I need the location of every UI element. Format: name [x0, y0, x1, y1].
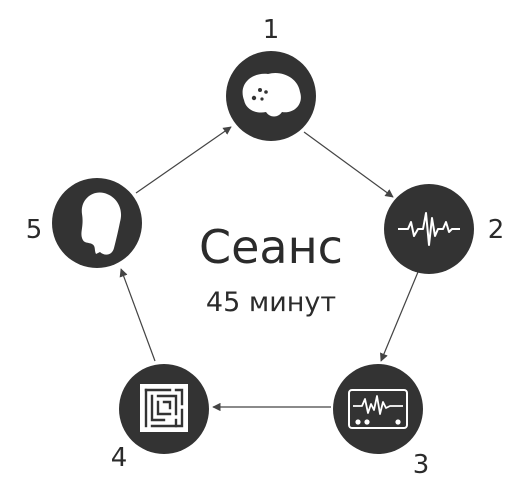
- node-5: 5: [26, 178, 142, 268]
- node-4-number: 4: [111, 443, 128, 473]
- node-2-number: 2: [488, 215, 505, 245]
- session-title: Сеанс: [199, 220, 343, 274]
- node-3-number: 3: [413, 450, 430, 480]
- node-2: 2: [384, 184, 504, 274]
- arrow-1-to-2: [303, 131, 394, 198]
- brain-icon: [242, 72, 301, 117]
- node-4: 4: [111, 364, 209, 473]
- arrow-2-to-3: [380, 271, 419, 362]
- head-silhouette-icon: [81, 192, 122, 255]
- node-5-number: 5: [26, 215, 43, 245]
- monitor-waveform-icon: [348, 389, 408, 429]
- node-1: 1: [226, 15, 316, 141]
- node-3: 3: [333, 364, 429, 480]
- node-1-number: 1: [263, 15, 280, 45]
- cycle-arrows: [119, 126, 419, 412]
- arrow-4-to-5: [119, 268, 156, 362]
- waveform-icon: [398, 212, 460, 246]
- maze-icon: [140, 384, 188, 432]
- session-duration: 45 минут: [206, 287, 336, 318]
- arrow-5-to-1: [135, 126, 232, 194]
